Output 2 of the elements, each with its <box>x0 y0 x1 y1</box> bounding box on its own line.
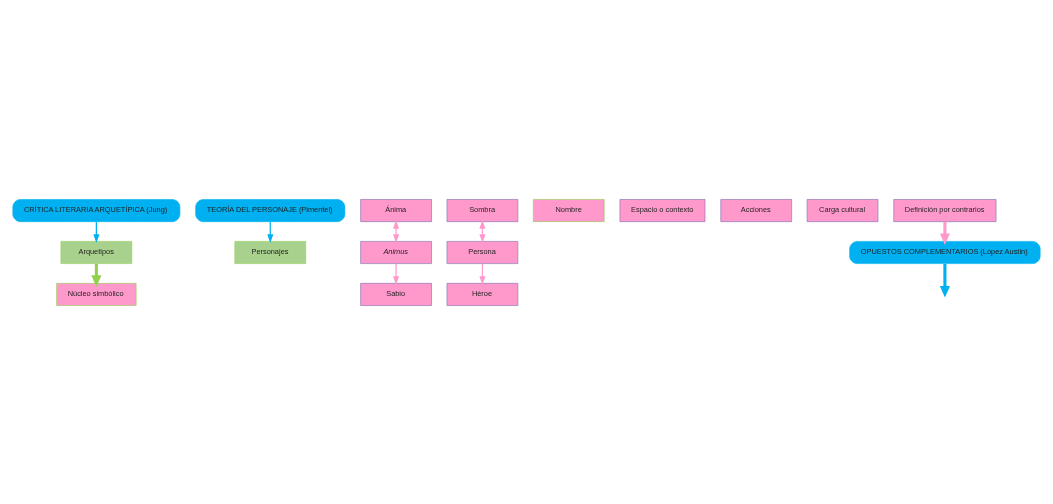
arrow <box>393 262 400 285</box>
arrow <box>393 219 400 243</box>
